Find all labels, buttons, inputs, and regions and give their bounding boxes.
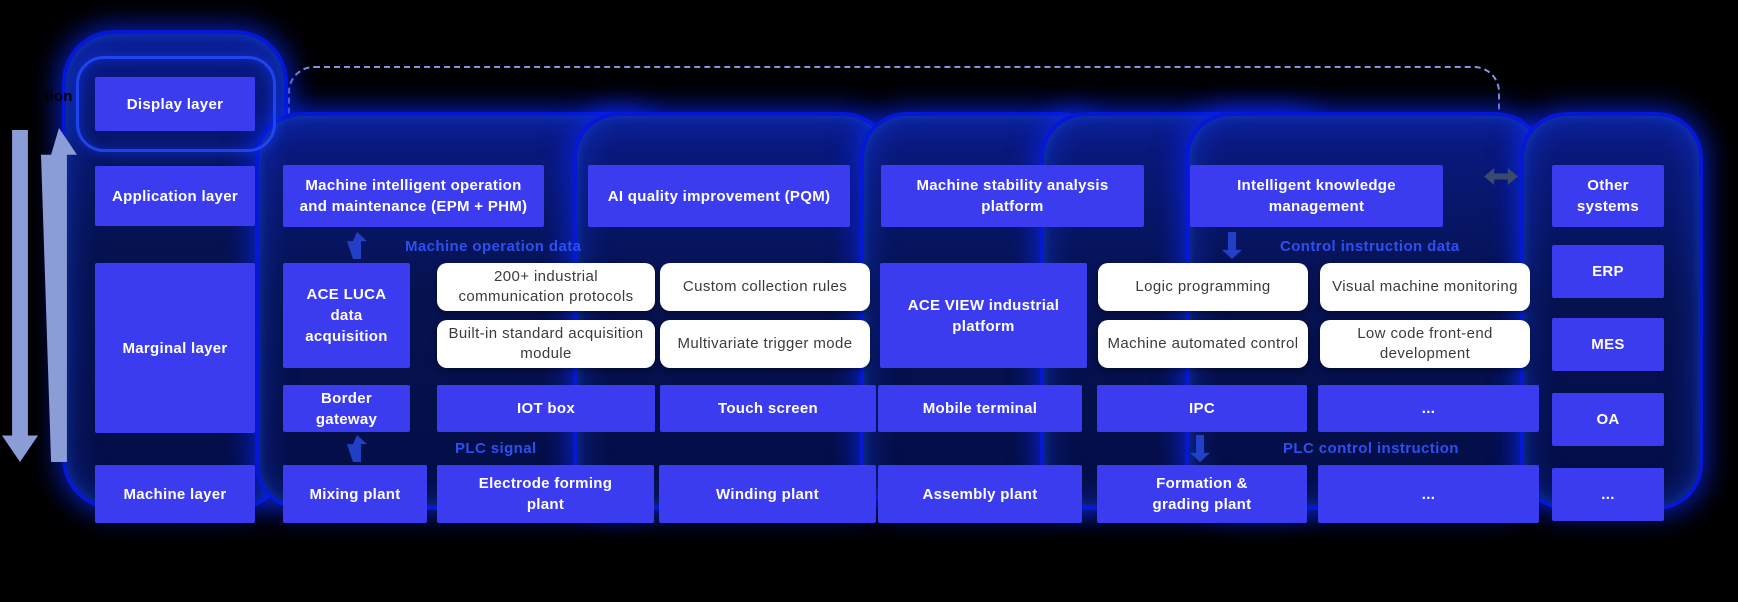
visual-monitoring-box: Visual machine monitoring — [1320, 263, 1530, 311]
mes-box: MES — [1552, 318, 1664, 371]
app-stability-box: Machine stability analysis platform — [881, 165, 1144, 227]
iot-box: IOT box — [437, 385, 655, 432]
display-layer-subframe — [76, 56, 276, 152]
app-pqm-box: AI quality improvement (PQM) — [588, 165, 850, 227]
machine-operation-data-label: Machine operation data — [405, 238, 582, 255]
formation-plant-box: Formation & grading plant — [1097, 465, 1307, 523]
oa-box: OA — [1552, 393, 1664, 446]
control-flow-down-arrow-icon — [2, 130, 38, 462]
electrode-plant-box: Electrode forming plant — [437, 465, 654, 523]
layer-display: Display layer — [95, 77, 255, 131]
plc-signal-label: PLC signal — [455, 440, 537, 457]
layer-machine: Machine layer — [95, 465, 255, 523]
app-other-systems-box: Other systems — [1552, 165, 1664, 227]
builtin-module-box: Built-in standard acquisition module — [437, 320, 655, 368]
low-code-box: Low code front-end development — [1320, 320, 1530, 368]
systems-more-box: ... — [1552, 468, 1664, 521]
automated-control-box: Machine automated control — [1098, 320, 1308, 368]
layer-application: Application layer — [95, 166, 255, 226]
assembly-plant-box: Assembly plant — [878, 465, 1082, 523]
app-epm-box: Machine intelligent operation and mainte… — [283, 165, 544, 227]
mixing-plant-box: Mixing plant — [283, 465, 427, 523]
protocols-box: 200+ industrial communication protocols — [437, 263, 655, 311]
device-more-box: ... — [1318, 385, 1539, 432]
note-fragment: tion — [44, 88, 73, 105]
control-instruction-data-label: Control instruction data — [1280, 238, 1460, 255]
ace-view-box: ACE VIEW industrial platform — [880, 263, 1087, 368]
mobile-terminal-box: Mobile terminal — [878, 385, 1082, 432]
layer-marginal: Marginal layer — [95, 263, 255, 433]
custom-rules-box: Custom collection rules — [660, 263, 870, 311]
touch-screen-box: Touch screen — [660, 385, 876, 432]
border-gateway-box: Border gateway — [283, 385, 410, 432]
plc-control-instruction-label: PLC control instruction — [1283, 440, 1459, 457]
trigger-mode-box: Multivariate trigger mode — [660, 320, 870, 368]
logic-programming-box: Logic programming — [1098, 263, 1308, 311]
ipc-box: IPC — [1097, 385, 1307, 432]
ace-luca-box: ACE LUCA data acquisition — [283, 263, 410, 368]
app-knowledge-box: Intelligent knowledge management — [1190, 165, 1443, 227]
winding-plant-box: Winding plant — [659, 465, 876, 523]
bidirectional-arrow-icon — [1484, 168, 1518, 185]
erp-box: ERP — [1552, 245, 1664, 298]
machine-more-box: ... — [1318, 465, 1539, 523]
